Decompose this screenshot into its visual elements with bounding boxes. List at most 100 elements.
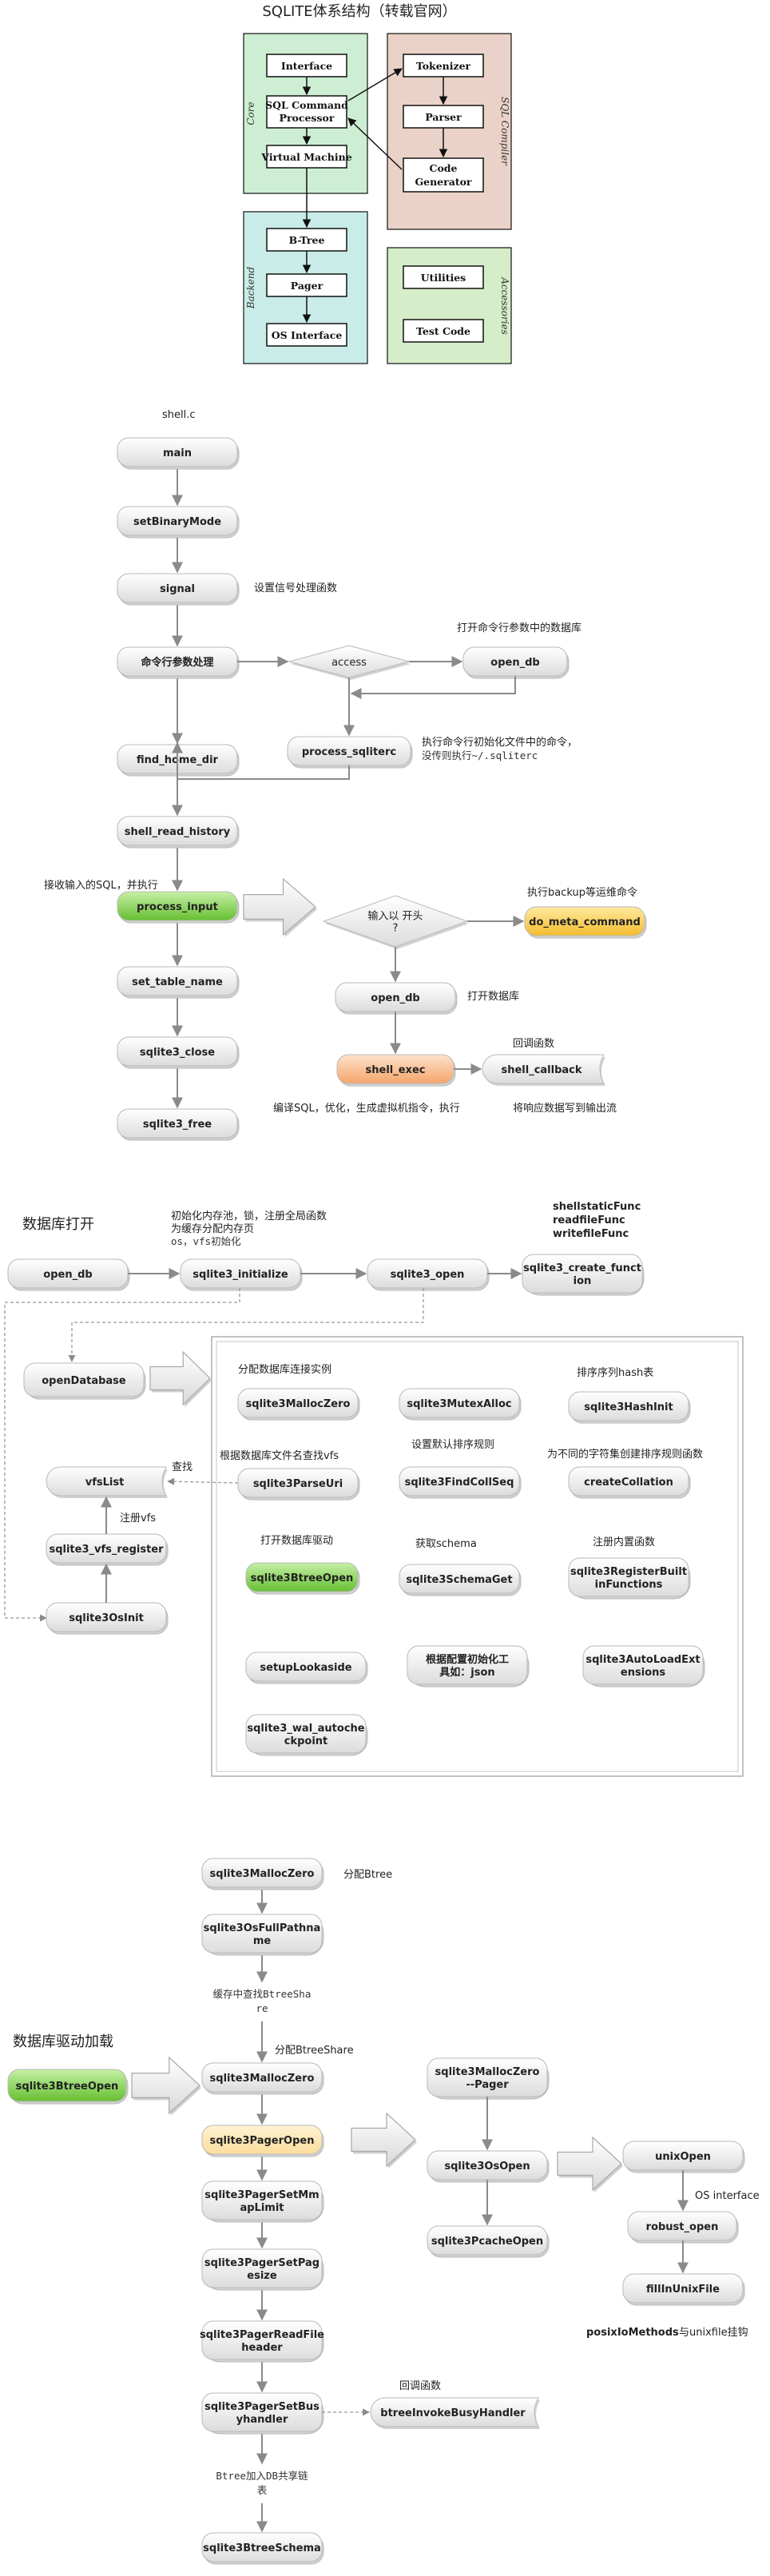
access-decision-label: access <box>331 657 367 669</box>
sqlite3-pager-set-mmap-limit-node-label: sqlite3PagerSetMm <box>204 2189 319 2201</box>
sqlite3-close-node-label: sqlite3_close <box>140 1047 215 1059</box>
access-decision: access <box>288 645 411 680</box>
sqlite3-open-node-label: sqlite3_open <box>391 1269 465 1281</box>
note-funcs-2: readfileFunc <box>553 1214 625 1226</box>
svg-text:Processor: Processor <box>280 112 335 124</box>
dbopen-title: 数据库打开 <box>22 1216 94 1233</box>
note-reg: 注册vfs <box>120 1513 156 1525</box>
signal-node-label: signal <box>160 583 195 595</box>
vfs-list-node: vfsList <box>46 1466 168 1498</box>
sqlite3-mutex-alloc-node: sqlite3MutexAlloc <box>399 1388 522 1421</box>
do-meta-command-node: do_meta_command <box>524 906 647 939</box>
setup-lookaside-node-label: setupLookaside <box>260 1662 351 1674</box>
sqlite3-pager-set-busyhandler-node-label: yhandler <box>236 2414 288 2426</box>
driver-fat-arrow-3 <box>557 2136 623 2192</box>
sqlite3-os-open-node-label: sqlite3OsOpen <box>444 2161 530 2173</box>
sqlite3-pager-read-file-header-node-label: header <box>241 2342 283 2354</box>
note-posix-2: 与unixfile挂钩 <box>679 2327 748 2339</box>
sqlite3-btree-open-node-label: sqlite3BtreeOpen <box>251 1572 354 1584</box>
meta-decision-label: 输入以 开头 <box>367 910 423 923</box>
edge-parseuri-vfslist <box>167 1477 239 1485</box>
parser-node: Parser <box>403 105 484 129</box>
unix-open-node-label: unixOpen <box>655 2151 711 2163</box>
note-alloc: 分配数据库连接实例 <box>238 1363 331 1376</box>
svg-text:Parser: Parser <box>425 111 462 123</box>
set-table-name-node: set_table_name <box>117 966 240 999</box>
svg-text:Interface: Interface <box>281 60 332 72</box>
btree-share-list-label: 表 <box>257 2484 268 2496</box>
note-input: 接收输入的SQL，并执行 <box>44 879 158 892</box>
sqlite3-parse-uri-node-label: sqlite3ParseUri <box>253 1478 343 1490</box>
sqlite3-malloc-zero-node-label: sqlite3MallocZero <box>246 1398 351 1410</box>
note-alloc-btree: 分配Btree <box>343 1869 392 1881</box>
os-interface-node: OS Interface <box>266 323 347 347</box>
btree-invoke-busy-handler-node: btreeInvokeBusyHandler <box>370 2397 540 2429</box>
sqlite3-pager-open-node-label: sqlite3PagerOpen <box>210 2135 315 2147</box>
svg-text:Tokenizer: Tokenizer <box>416 60 471 72</box>
sqlite3-register-builtin-node-label: inFunctions <box>595 1579 663 1591</box>
sqlite3-auto-load-extensions-node-label: ensions <box>621 1667 665 1679</box>
open-database-node-label: openDatabase <box>42 1375 126 1387</box>
do-meta-command-node-label: do_meta_command <box>529 916 641 928</box>
note-os-interface: OS interface <box>695 2190 760 2202</box>
shell-exec-node-label: shell_exec <box>366 1064 426 1076</box>
robust-open-node: robust_open <box>627 2211 739 2244</box>
sqlite3-initialize-node-label: sqlite3_initialize <box>192 1269 288 1281</box>
sqlite3-pager-read-file-header-node-label: sqlite3PagerReadFile <box>200 2329 324 2341</box>
note-opendb: 打开命令行参数中的数据库 <box>457 622 581 634</box>
note-funcs-1: shellstaticFunc <box>553 1201 641 1213</box>
btree-share-cache-lookup-node: 缓存中查找BtreeSha re <box>213 1988 312 2014</box>
sqlite3-register-builtin-node-label: sqlite3RegisterBuilt <box>570 1566 687 1578</box>
main-node-label: main <box>163 447 192 459</box>
sqlite3-pcache-open-node-label: sqlite3PcacheOpen <box>431 2236 543 2248</box>
sqlite3-malloc-zero-1-node-label: sqlite3MallocZero <box>210 1868 315 1880</box>
accessories-group <box>387 247 512 364</box>
process-input-node: process_input <box>117 891 240 924</box>
sqlite3-pager-set-pagesize-node-label: sqlite3PagerSetPag <box>204 2257 320 2269</box>
dbopen-group-outer <box>211 1336 744 1777</box>
args-node-label: 命令行参数处理 <box>140 656 213 669</box>
svg-text:B-Tree: B-Tree <box>289 234 325 246</box>
sqlite3-os-init-node-label: sqlite3OsInit <box>69 1612 144 1624</box>
shell-fat-arrow <box>243 877 317 937</box>
sqlite3-malloc-zero-2-node: sqlite3MallocZero <box>201 2062 324 2095</box>
shell-read-history-node: shell_read_history <box>117 816 240 849</box>
sqlite3-os-open-node: sqlite3OsOpen <box>427 2150 550 2183</box>
dbopen-fat-arrow <box>149 1350 212 1407</box>
open-database-node: openDatabase <box>23 1362 146 1400</box>
dbopen-open-db-node-label: open_db <box>43 1269 92 1281</box>
svg-text:Generator: Generator <box>415 176 471 188</box>
sqlite3-create-function-node-label: ion <box>574 1275 592 1287</box>
args-node: 命令行参数处理 <box>117 646 240 679</box>
process-sqliterc-node-label: process_sqliterc <box>302 746 396 758</box>
btree-share-cache-lookup-label: 缓存中查找BtreeSha <box>213 1988 312 2000</box>
sql-command-processor-node: SQL Command Processor <box>265 95 348 129</box>
btree-node: B-Tree <box>266 228 347 252</box>
set-table-name-node-label: set_table_name <box>132 976 223 988</box>
sqlite3-malloc-zero-node: sqlite3MallocZero <box>237 1388 360 1421</box>
sqlite3-pager-set-busyhandler-node-label: sqlite3PagerSetBus <box>204 2401 320 2413</box>
process-input-node-label: process_input <box>137 901 218 913</box>
sqlite3-btree-open-node: sqlite3BtreeOpen <box>245 1562 360 1595</box>
note-opendb-2: 打开数据库 <box>467 990 519 1003</box>
fill-in-unix-file-node-label: fillInUnixFile <box>646 2284 720 2296</box>
sqlite3-find-coll-seq-node-label: sqlite3FindCollSeq <box>405 1477 514 1489</box>
signal-node: signal <box>117 573 240 606</box>
btree-share-cache-lookup-label: re <box>256 2002 268 2014</box>
create-collation-node: createCollation <box>568 1466 691 1499</box>
main-node: main <box>117 437 240 470</box>
note-alloc-btreeshare: 分配BtreeShare <box>275 2045 354 2057</box>
set-binary-mode-node: setBinaryMode <box>117 506 240 539</box>
pager-malloc-zero-node-label: sqlite3MallocZero <box>435 2066 540 2078</box>
sqlite3-os-full-pathname-node-label: me <box>253 1935 272 1947</box>
fill-in-unix-file-node: fillInUnixFile <box>622 2273 745 2306</box>
edge-init-osinit <box>4 1288 240 1622</box>
note-createcoll: 为不同的字符集创建排序规则函数 <box>547 1448 703 1461</box>
open-db-node-2: open_db <box>335 982 458 1015</box>
virtual-machine-node: Virtual Machine <box>260 145 352 169</box>
unix-open-node: unixOpen <box>622 2141 745 2173</box>
note-init-3: os，vfs初始化 <box>171 1235 241 1247</box>
